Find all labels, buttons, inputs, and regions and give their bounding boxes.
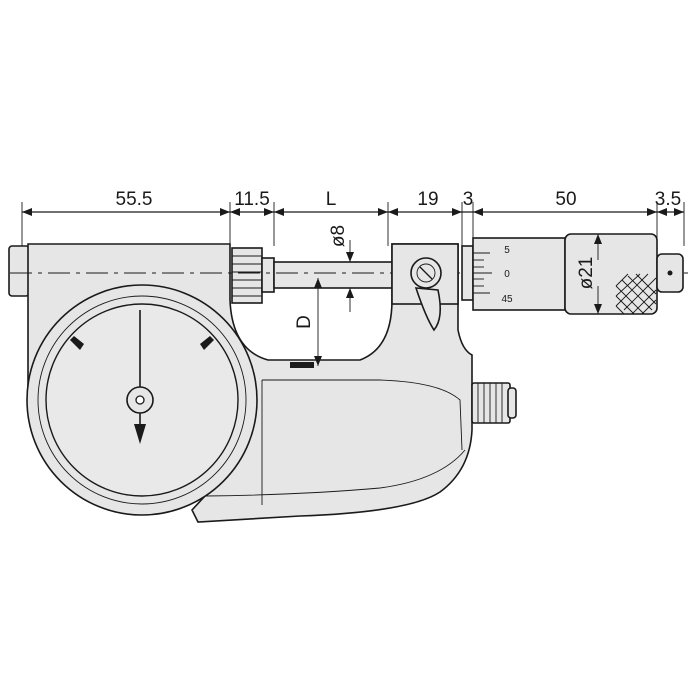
sleeve-block <box>391 243 459 332</box>
dial-indicator <box>26 284 258 516</box>
spindle-diameter-dimension: ø8 <box>328 225 354 312</box>
dimension-label-anvil-length: 11.5 <box>234 189 270 210</box>
anvil <box>231 247 275 304</box>
tolerance-marker-right-icon <box>200 336 214 350</box>
dimension-label-ratchet-length: 3.5 <box>655 189 681 210</box>
thimble-scale-lower: 45 <box>501 294 513 305</box>
dimension-label-thimble-diameter: ø21 <box>576 257 597 290</box>
dimension-label-frame-length: 55.5 <box>116 189 153 210</box>
tolerance-marker-left-icon <box>70 336 84 350</box>
thimble-scale-middle: 0 <box>504 269 510 280</box>
dimension-label-sleeve-length: 19 <box>417 189 438 210</box>
top-dimension-chain: 55.5 11.5 L 19 3 50 3.5 <box>21 189 685 246</box>
sleeve-barrel: 5 0 45 <box>461 237 566 311</box>
dimension-label-spindle-diameter: ø8 <box>328 225 349 247</box>
throat-depth-dimension: D <box>290 278 322 368</box>
dimension-label-gap: 3 <box>463 189 474 210</box>
thimble-scale-upper: 5 <box>504 245 510 256</box>
dimension-label-thimble-length: 50 <box>555 189 576 210</box>
dimension-label-throat-depth: D <box>294 315 315 329</box>
spindle <box>273 261 393 289</box>
dimension-label-measuring-length: L <box>326 189 337 210</box>
knurl-pattern <box>615 273 657 315</box>
thimble: ø21 <box>564 233 684 315</box>
